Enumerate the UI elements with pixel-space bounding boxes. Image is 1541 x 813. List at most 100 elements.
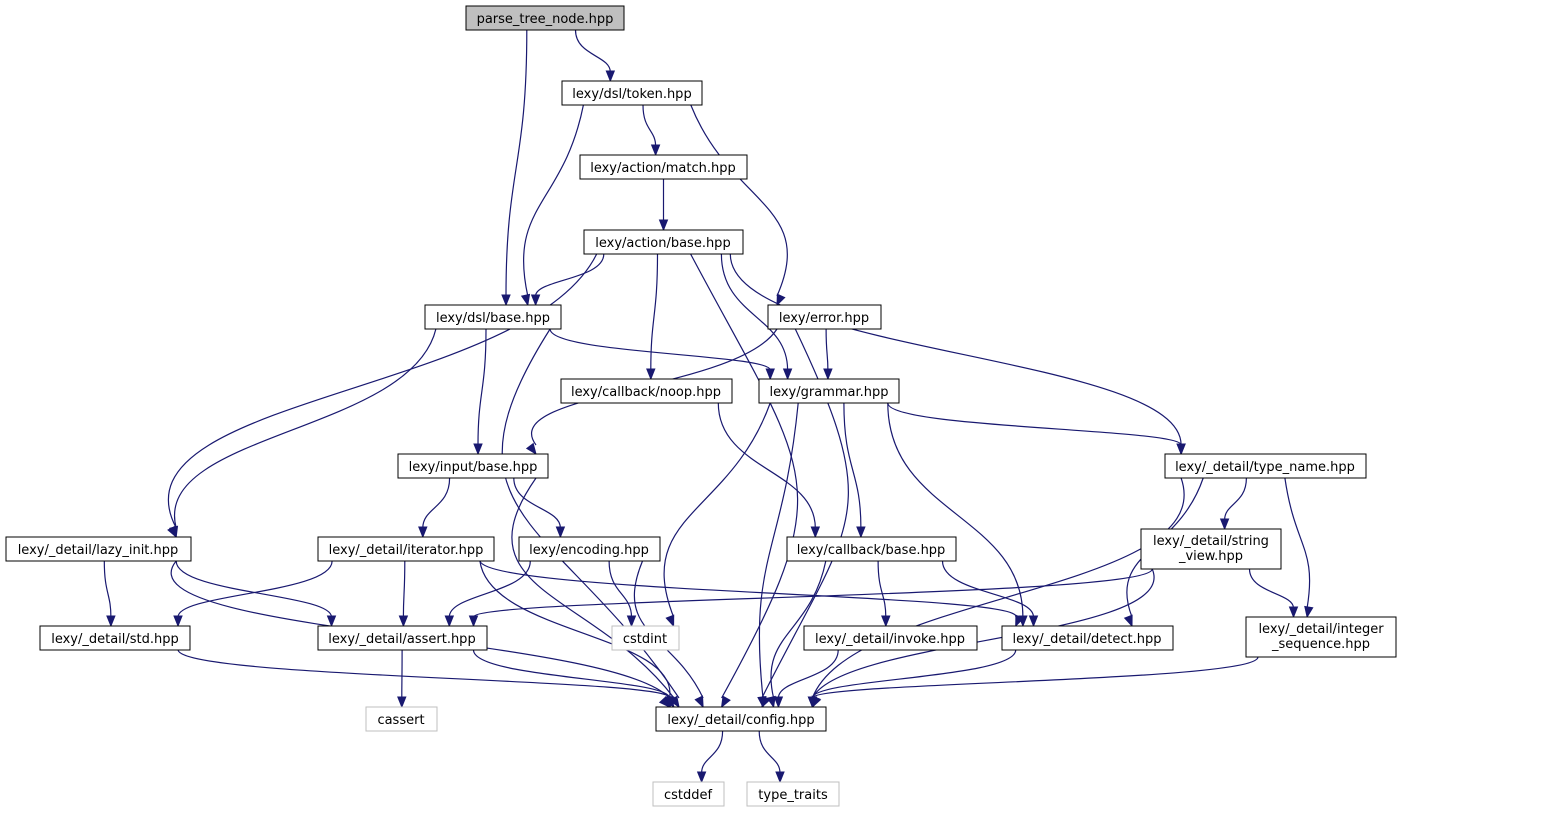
node-label: lexy/dsl/token.hpp [572,87,691,102]
arrow-head [468,615,479,628]
arrow-head [665,614,675,628]
edge-cbbase-to-config [766,560,827,709]
node-action-base[interactable]: lexy/action/base.hpp [583,229,744,255]
arrow-head [766,695,776,709]
arrow-head [807,696,818,709]
arrow-head [856,526,866,539]
edge-typename-to-config [811,477,1185,709]
node-label: lexy/callback/base.hpp [797,543,946,558]
edge-abase-to-grammar [720,253,793,381]
node-callback-noop[interactable]: lexy/callback/noop.hpp [560,378,733,404]
node-label: parse_tree_node.hpp [477,12,614,27]
node-std[interactable]: lexy/_detail/std.hpp [39,625,191,651]
arrow-head [1288,606,1299,619]
arrow-head [1304,605,1314,619]
edge-cbbase-to-invoke [877,560,891,628]
node-cstddef[interactable]: cstddef [652,781,725,807]
arrow-head [664,696,675,709]
edge-abase-to-dslbase [530,253,605,307]
arrow-head [1015,614,1025,628]
node-label: lexy/encoding.hpp [529,543,649,558]
node-dsl-base[interactable]: lexy/dsl/base.hpp [424,304,562,330]
node-type-traits[interactable]: type_traits [746,781,840,807]
edge-abase-to-typename [729,253,1186,456]
edge-dslbase-to-ibase [473,328,487,456]
edge-token-to-error [690,104,788,307]
node-assert[interactable]: lexy/_detail/assert.hpp [317,625,488,651]
arrow-head [720,695,731,709]
node-integer-sequence[interactable]: lexy/_detail/integer _sequence.hpp [1245,616,1397,658]
edge-intseq-to-config [807,656,1259,709]
node-label-line1: lexy/_detail/integer [1258,622,1384,637]
edge-detect-to-config [807,649,1017,709]
node-label: lexy/error.hpp [779,311,869,326]
arrow-head [696,771,707,784]
edge-noop-to-cbbase [717,402,821,539]
edge-dslbase-to-lazy [168,328,437,539]
node-label: lexy/dsl/base.hpp [436,311,550,326]
edge-lazy-to-std [103,560,116,628]
node-label: lexy/_detail/invoke.hpp [815,632,965,647]
edge-strview-to-assert [468,568,1153,628]
node-config[interactable]: lexy/_detail/config.hpp [655,706,827,732]
arrow-head [173,615,183,628]
arrow-head [775,771,785,784]
arrow-head [444,615,455,628]
node-detect[interactable]: lexy/_detail/detect.hpp [1001,625,1174,651]
node-label-line2: _view.hpp [1178,549,1243,564]
node-string-view[interactable]: lexy/_detail/string _view.hpp [1140,528,1282,570]
edge-strview-to-intseq [1248,568,1299,619]
node-action-match[interactable]: lexy/action/match.hpp [579,154,748,180]
edge-match-to-abase [658,178,669,232]
node-callback-base[interactable]: lexy/callback/base.hpp [786,536,957,562]
arrow-head [326,615,337,628]
node-cstdint[interactable]: cstdint [611,625,680,651]
edge-token-to-match [642,104,661,157]
node-label: type_traits [758,788,828,803]
arrow-head [658,219,669,232]
arrow-head [520,293,531,307]
node-input-base[interactable]: lexy/input/base.hpp [397,453,549,479]
arrow-head [168,525,179,539]
arrow-head [810,526,821,539]
arrow-head [1123,614,1133,628]
edge-config-to-cstddef [696,730,724,784]
edge-iterator-to-assert [398,560,409,628]
arrow-head [773,696,784,709]
arrow-head [501,294,511,307]
node-error[interactable]: lexy/error.hpp [767,304,882,330]
node-dsl-token[interactable]: lexy/dsl/token.hpp [561,80,703,106]
arrow-head [650,144,661,157]
edge-encoding-to-cstdint [608,560,637,628]
node-cassert[interactable]: cassert [365,706,438,732]
node-iterator[interactable]: lexy/_detail/iterator.hpp [317,536,495,562]
node-label: cassert [377,713,424,728]
edge-assert-to-cassert [397,649,407,709]
node-parse-tree-node[interactable]: parse_tree_node.hpp [465,5,625,31]
arrow-head [765,368,775,381]
edge-config-to-typetraits [758,730,785,784]
node-label: lexy/input/base.hpp [409,460,538,475]
node-encoding[interactable]: lexy/encoding.hpp [518,536,661,562]
arrow-head [473,443,483,456]
edge-lazy-to-assert [175,560,337,628]
arrow-head [1176,443,1186,456]
edge-iterator-to-detect [479,560,1025,628]
node-grammar[interactable]: lexy/grammar.hpp [758,378,900,404]
arrow-head [525,442,537,456]
edge-ibase-to-iterator [418,477,451,539]
node-label: lexy/callback/noop.hpp [571,385,721,400]
node-invoke[interactable]: lexy/_detail/invoke.hpp [803,625,978,651]
edge-dslbase-to-grammar [549,328,775,381]
node-type-name[interactable]: lexy/_detail/type_name.hpp [1164,453,1367,479]
edge-encoding-to-assert [444,560,531,628]
node-lazy-init[interactable]: lexy/_detail/lazy_init.hpp [5,536,192,562]
edge-abase-to-config [690,253,799,709]
arrow-head [398,615,409,628]
edge-cbbase-to-detect [941,560,1039,628]
arrow-head [1219,518,1230,531]
arrow-head [776,293,786,307]
arrow-head [782,368,793,381]
arrow-head [530,294,541,307]
